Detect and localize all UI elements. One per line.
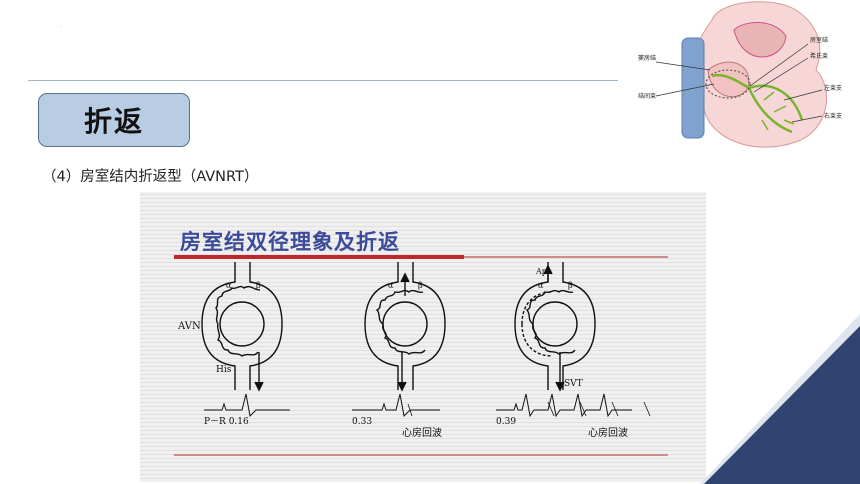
p3-alpha: α [538, 281, 544, 290]
p3-interval: 0.39 [496, 417, 516, 427]
p2-interval: 0.33 [352, 417, 372, 427]
p1-pr-interval: P－R 0.16 [204, 417, 249, 427]
decor-dot: . [60, 22, 62, 29]
label-right-bundle: 右束支 [824, 112, 842, 120]
figure-bottom-rule [174, 454, 668, 456]
figure-title-rule-red [174, 255, 464, 259]
label-internodal: 结间束 [638, 92, 656, 100]
p2-echo-label: 心房回波 [402, 426, 442, 439]
label-av-node: 房室结 [810, 36, 828, 44]
header-rule [28, 80, 618, 81]
p2-alpha: α [388, 281, 394, 290]
avnrt-figure: 房室结双径理象及折返 [140, 192, 706, 482]
figure-title: 房室结双径理象及折返 [180, 229, 400, 254]
section-heading: 折返 [83, 105, 144, 138]
p1-his-label: His [216, 365, 232, 375]
corner-decoration [700, 314, 860, 484]
p1-avn-label: AVN [177, 321, 201, 332]
slide-subtitle: （4）房室结内折返型（AVNRT） [42, 169, 259, 185]
panel-2-diagram [352, 262, 446, 418]
p3-apc-label: Apc [535, 267, 552, 276]
p1-beta: β [256, 281, 261, 290]
panel-3-diagram [496, 262, 651, 418]
p3-svt-label: SVT [564, 379, 583, 389]
label-sa-node: 窦房结 [638, 54, 656, 62]
avnrt-diagrams: α β AVN His P－R 0.16 α β 0.33 心房回波 Apc α… [177, 262, 651, 439]
p2-beta: β [418, 281, 423, 290]
section-heading-box: 折返 [38, 93, 190, 147]
label-his-bundle: 希氏束 [810, 52, 828, 60]
p3-echo-label: 心房回波 [588, 426, 628, 439]
p3-beta: β [568, 281, 573, 290]
figure-title-rule-light [464, 256, 668, 258]
panel-1-diagram [201, 262, 290, 418]
label-left-bundle: 左束支 [824, 84, 842, 92]
heart-conduction-illustration: 窦房结 结间束 房室结 希氏束 左束支 右束支 [638, 1, 842, 148]
p1-alpha: α [226, 281, 232, 290]
